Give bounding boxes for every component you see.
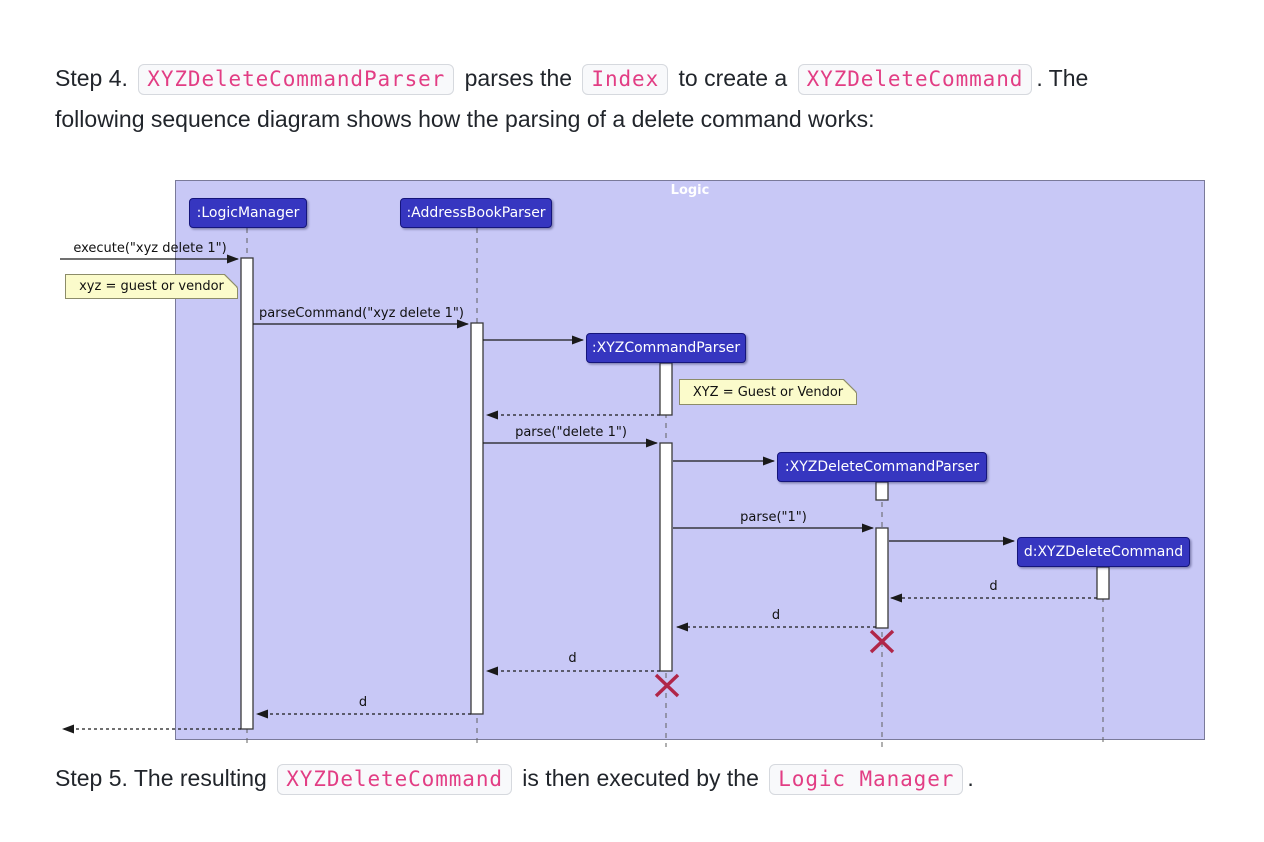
step5-prefix: Step 5. The resulting <box>55 765 274 791</box>
code-chip-xyzdeletecommand-2: XYZDeleteCommand <box>277 764 512 795</box>
step4-mid1: parses the <box>458 65 579 91</box>
message-return-d-3: d <box>568 651 577 666</box>
participant-d-xyzdeletecommand: d:XYZDeleteCommand <box>1017 537 1190 567</box>
step5-mid1: is then executed by the <box>515 765 766 791</box>
step4-mid2: to create a <box>672 65 794 91</box>
message-return-d-1: d <box>989 579 998 594</box>
destroy-x-icon <box>654 629 895 698</box>
message-return-d-4: d <box>358 695 368 710</box>
message-parsecommand: parseCommand("xyz delete 1") <box>259 306 464 321</box>
message-return-d-2: d <box>771 608 781 623</box>
code-chip-index: Index <box>582 64 669 95</box>
step5-suffix: . <box>967 765 974 791</box>
message-parse-1: parse("1") <box>740 510 807 525</box>
participant-xyzcommandparser: :XYZCommandParser <box>586 333 746 363</box>
message-parse-delete-1: parse("delete 1") <box>515 425 627 440</box>
step5-paragraph: Step 5. The resulting XYZDeleteCommand i… <box>55 758 1215 799</box>
code-chip-xyzdeletecommandparser: XYZDeleteCommandParser <box>138 64 455 95</box>
code-chip-logic-manager: Logic Manager <box>769 764 964 795</box>
participant-logicmanager: :LogicManager <box>189 198 307 228</box>
participant-addressbookparser: :AddressBookParser <box>400 198 552 228</box>
note-xyz-guest-or-vendor: xyz = guest or vendor <box>65 274 238 299</box>
participant-xyzdeletecommandparser: :XYZDeleteCommandParser <box>777 452 987 482</box>
note-fold-icon <box>224 274 238 288</box>
step4-suffix-line2: following sequence diagram shows how the… <box>55 106 875 132</box>
step4-suffix-line1: . The <box>1036 65 1089 91</box>
step4-paragraph: Step 4. XYZDeleteCommandParser parses th… <box>55 58 1215 139</box>
note-text: xyz = guest or vendor <box>79 279 224 294</box>
frame-title: Logic <box>670 183 710 198</box>
code-chip-xyzdeletecommand: XYZDeleteCommand <box>797 64 1033 95</box>
call-arrows <box>60 254 1015 546</box>
message-execute: execute("xyz delete 1") <box>73 241 227 256</box>
activation-bars <box>240 257 1110 730</box>
note-xyz-guest-or-vendor-caps: XYZ = Guest or Vendor <box>679 379 857 405</box>
note-fold-icon <box>843 379 857 393</box>
return-arrows <box>62 410 1097 734</box>
note-text: XYZ = Guest or Vendor <box>692 384 844 400</box>
step4-prefix: Step 4. <box>55 65 135 91</box>
sequence-diagram-frame: Logic <box>175 180 1205 740</box>
